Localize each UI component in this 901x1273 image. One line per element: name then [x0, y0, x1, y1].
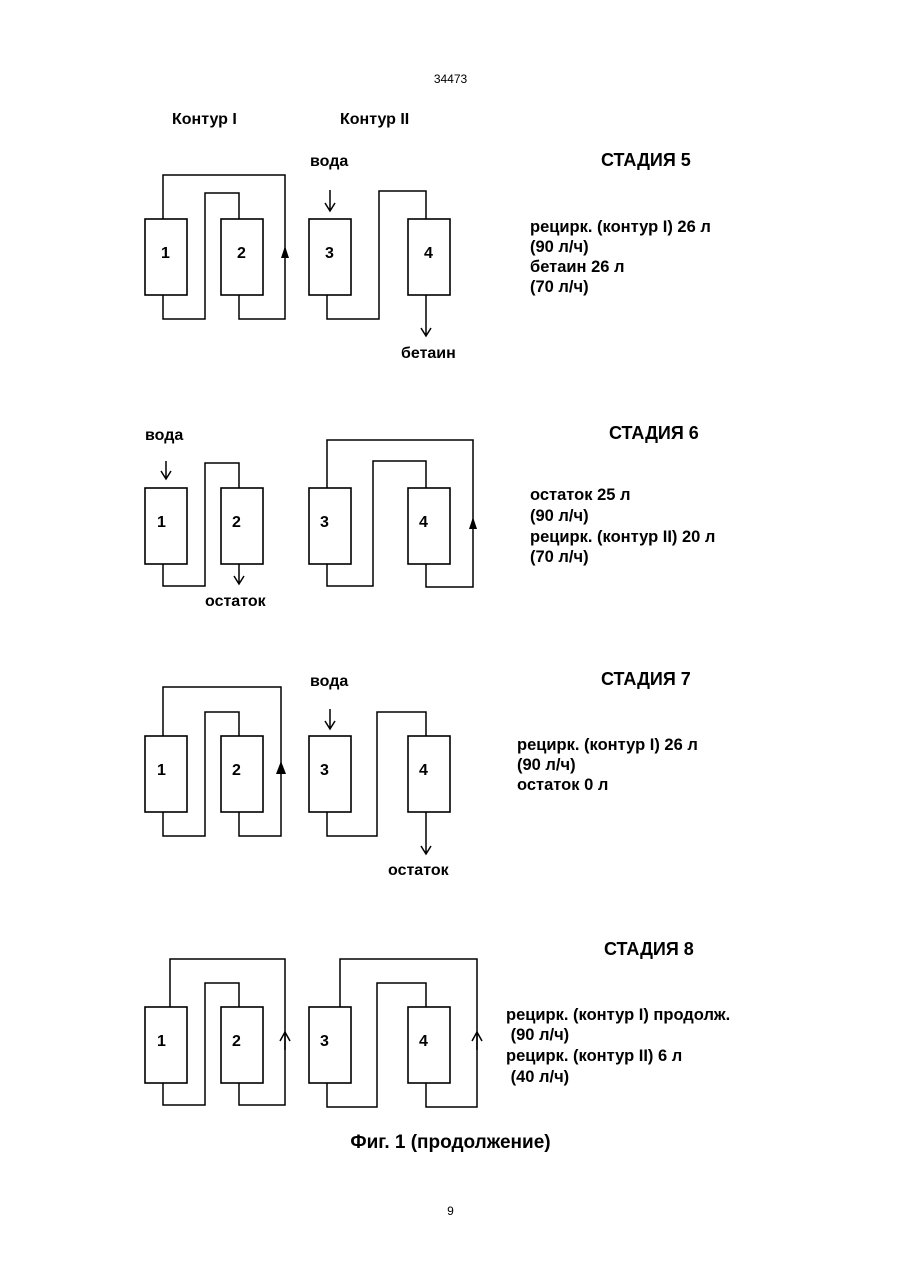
stage-8-info-line: рецирк. (контур II) 6 л — [506, 1047, 682, 1065]
stage-6: СТАДИЯ 6 1 2 3 4 вода остаток остаток 25… — [145, 423, 715, 610]
stage-5-columns: 1 2 3 4 — [145, 219, 450, 295]
stage-7-info-line: рецирк. (контур I) 26 л — [517, 736, 698, 754]
outlet-arrow-icon — [234, 564, 244, 584]
column-2-number: 2 — [237, 245, 246, 262]
column-2-number: 2 — [232, 762, 241, 779]
stage-8-columns: 1 2 3 4 — [145, 1007, 450, 1083]
stage-5-info-line: рецирк. (контур I) 26 л — [530, 218, 711, 236]
stage-6-info-line: рецирк. (контур II) 20 л — [530, 528, 715, 546]
column-1-number: 1 — [157, 762, 166, 779]
stage-6-columns: 1 2 3 4 — [145, 488, 450, 564]
column-3-number: 3 — [325, 245, 334, 262]
column-4-number: 4 — [419, 514, 428, 531]
flow-arrow-up-icon — [472, 1032, 482, 1050]
water-inlet-arrow-icon — [325, 190, 335, 211]
water-inlet-arrow-icon — [161, 461, 171, 479]
stage-6-info-line: остаток 25 л — [530, 486, 631, 504]
column-3 — [309, 1007, 351, 1083]
column-3 — [309, 736, 351, 812]
stage-7: СТАДИЯ 7 1 2 3 4 вода остаток рецирк. (к… — [145, 669, 698, 879]
flow-arrow-up-icon — [276, 761, 286, 774]
column-4-number: 4 — [419, 762, 428, 779]
column-4-number: 4 — [419, 1033, 428, 1050]
column-3 — [309, 488, 351, 564]
column-3-number: 3 — [320, 1033, 329, 1050]
column-2 — [221, 736, 263, 812]
water-inlet-label: вода — [310, 153, 348, 170]
stage-7-title: СТАДИЯ 7 — [601, 669, 691, 689]
column-2-number: 2 — [232, 1033, 241, 1050]
stage-7-info-line: (90 л/ч) — [517, 756, 576, 774]
stage-5-info-line: бетаин 26 л — [530, 258, 625, 276]
column-3-number: 3 — [320, 514, 329, 531]
flow-arrow-up-icon — [281, 246, 289, 258]
column-1-number: 1 — [161, 245, 170, 262]
stage-8-info-line: (40 л/ч) — [506, 1068, 569, 1086]
flow-arrow-up-icon — [280, 1032, 290, 1050]
column-1-number: 1 — [157, 514, 166, 531]
column-2-number: 2 — [232, 514, 241, 531]
stage-5-info-line: (70 л/ч) — [530, 278, 589, 296]
water-inlet-arrow-icon — [325, 709, 335, 729]
column-4 — [408, 1007, 450, 1083]
stage-7-info-line: остаток 0 л — [517, 776, 608, 794]
figure-caption: Фиг. 1 (продолжение) — [0, 1132, 901, 1154]
stage-8-title: СТАДИЯ 8 — [604, 939, 694, 959]
water-inlet-label: вода — [145, 427, 183, 444]
stage-6-info-line: (70 л/ч) — [530, 548, 589, 566]
outlet-label: бетаин — [401, 345, 456, 362]
stage-5-info-line: (90 л/ч) — [530, 238, 589, 256]
column-4-number: 4 — [424, 245, 433, 262]
column-1 — [145, 488, 187, 564]
stage-8-info-line: (90 л/ч) — [506, 1026, 569, 1044]
stage-5: СТАДИЯ 5 1 2 3 4 вода бетаин рецирк. (ко… — [145, 150, 711, 362]
page-number-bottom: 9 — [0, 1204, 901, 1218]
column-2 — [221, 488, 263, 564]
water-inlet-label: вода — [310, 673, 348, 690]
stage-7-columns: 1 2 3 4 — [145, 736, 450, 812]
column-4 — [408, 488, 450, 564]
outlet-arrow-icon — [421, 295, 431, 336]
stage-8-info-line: рецирк. (контур I) продолж. — [506, 1006, 730, 1024]
column-1 — [145, 736, 187, 812]
column-2 — [221, 1007, 263, 1083]
column-1 — [145, 1007, 187, 1083]
stage-8: СТАДИЯ 8 1 2 3 4 рецирк. (контур I) прод… — [145, 939, 730, 1107]
outlet-label: остаток — [205, 593, 267, 610]
outlet-arrow-icon — [421, 812, 431, 854]
column-3-number: 3 — [320, 762, 329, 779]
column-4 — [408, 736, 450, 812]
flow-arrow-up-icon — [469, 517, 477, 529]
outlet-label: остаток — [388, 862, 450, 879]
stage-5-title: СТАДИЯ 5 — [601, 150, 691, 170]
stage-6-title: СТАДИЯ 6 — [609, 423, 699, 443]
column-1-number: 1 — [157, 1033, 166, 1050]
stage-6-info-line: (90 л/ч) — [530, 507, 589, 525]
